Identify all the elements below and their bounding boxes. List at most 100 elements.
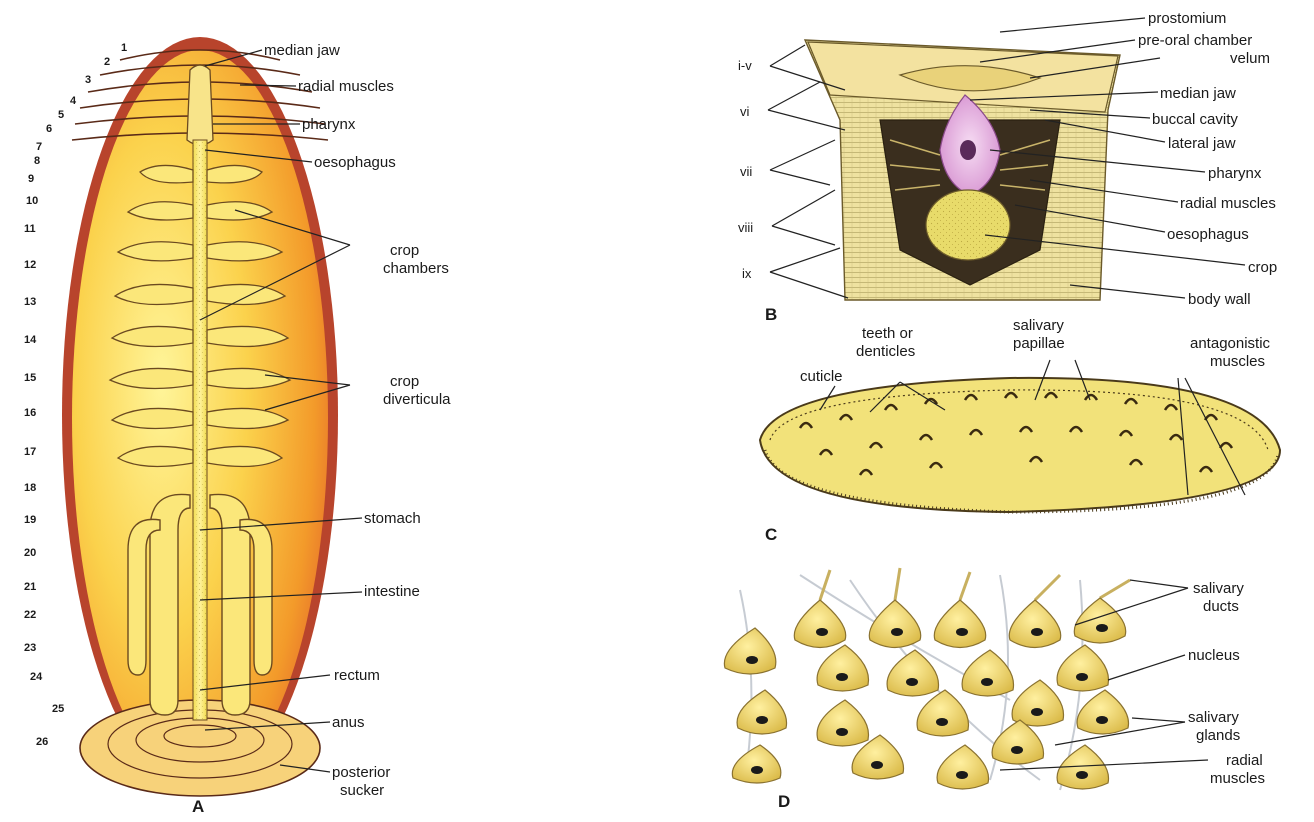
- gland-cell: [1077, 690, 1128, 734]
- label-anus: anus: [332, 714, 365, 731]
- label-intestine: intestine: [364, 583, 420, 600]
- seg-roman-i-v: i-v: [738, 58, 752, 73]
- gland-cell: [917, 690, 968, 736]
- seg-25: 25: [52, 703, 64, 715]
- gland-cell: [962, 650, 1013, 696]
- seg-13: 13: [24, 296, 36, 308]
- label-nucleus: nucleus: [1188, 647, 1240, 664]
- gland-cell: [817, 700, 868, 746]
- gland-cell: [724, 628, 775, 674]
- seg-17: 17: [24, 446, 36, 458]
- gland-cell: [732, 745, 781, 783]
- label-teeth-1: teeth or: [862, 325, 913, 342]
- seg-6: 6: [46, 123, 52, 135]
- label-radial-muscles-b: radial muscles: [1180, 195, 1276, 212]
- panel-b-letter: B: [765, 305, 777, 324]
- seg-2: 2: [104, 56, 110, 68]
- label-posterior-sucker-1: posterior: [332, 764, 390, 781]
- label-velum: velum: [1230, 50, 1270, 67]
- label-oesophagus-b: oesophagus: [1167, 226, 1249, 243]
- jaw-c: [760, 378, 1280, 512]
- seg-12: 12: [24, 259, 36, 271]
- seg-4: 4: [70, 95, 77, 107]
- panel-c: teeth or denticles salivary papillae ant…: [760, 317, 1280, 544]
- label-prostomium: prostomium: [1148, 10, 1226, 27]
- label-body-wall: body wall: [1188, 291, 1251, 308]
- label-salivary-glands-1: salivary: [1188, 709, 1239, 726]
- seg-1: 1: [121, 42, 127, 54]
- gland-cell: [937, 745, 988, 789]
- label-antagonistic-2: muscles: [1210, 353, 1265, 370]
- gland-cell: [817, 645, 868, 691]
- seg-22: 22: [24, 609, 36, 621]
- label-salivary-ducts-1: salivary: [1193, 580, 1244, 597]
- seg-18: 18: [24, 482, 36, 494]
- pharynx-a: [187, 65, 213, 145]
- salivary-ducts-d: [820, 568, 1130, 600]
- label-crop-diverticula-2: diverticula: [383, 391, 451, 408]
- panel-c-letter: C: [765, 525, 777, 544]
- panel-b: prostomium pre-oral chamber velum median…: [738, 10, 1277, 324]
- seg-19: 19: [24, 514, 36, 526]
- seg-14: 14: [24, 334, 37, 346]
- gland-cell: [794, 600, 845, 648]
- gland-cell: [1009, 600, 1060, 648]
- label-oesophagus-a: oesophagus: [314, 154, 396, 171]
- gland-cell: [992, 720, 1043, 764]
- label-salivary-ducts-2: ducts: [1203, 598, 1239, 615]
- label-pharynx-a: pharynx: [302, 116, 356, 133]
- gland-cell: [934, 600, 985, 648]
- seg-24: 24: [30, 671, 43, 683]
- seg-8: 8: [34, 155, 40, 167]
- label-teeth-2: denticles: [856, 343, 915, 360]
- label-buccal-cavity: buccal cavity: [1152, 111, 1238, 128]
- seg-7: 7: [36, 141, 42, 153]
- label-cuticle: cuticle: [800, 368, 843, 385]
- gland-cell: [887, 650, 938, 696]
- seg-23: 23: [24, 642, 36, 654]
- panel-a: 1 2 3 4 5 6 7 8 9 10 11 12 13 14 15 16 1…: [24, 37, 451, 816]
- label-posterior-sucker-2: sucker: [340, 782, 384, 799]
- gland-cell: [869, 600, 920, 648]
- gland-cell: [737, 690, 786, 734]
- seg-20: 20: [24, 547, 36, 559]
- seg-10: 10: [26, 195, 38, 207]
- label-radial-muscles-a: radial muscles: [298, 78, 394, 95]
- gland-cell: [1057, 645, 1108, 691]
- seg-roman-vii: vii: [740, 164, 752, 179]
- seg-5: 5: [58, 109, 64, 121]
- label-salivary-papillae-1: salivary: [1013, 317, 1064, 334]
- seg-15: 15: [24, 372, 36, 384]
- label-crop-chambers-2: chambers: [383, 260, 449, 277]
- seg-26: 26: [36, 736, 48, 748]
- gland-cell: [1012, 680, 1063, 726]
- label-stomach: stomach: [364, 510, 421, 527]
- label-median-jaw-a: median jaw: [264, 42, 340, 59]
- panel-d-letter: D: [778, 792, 790, 811]
- seg-9: 9: [28, 173, 34, 185]
- label-crop-b: crop: [1248, 259, 1277, 276]
- label-lateral-jaw: lateral jaw: [1168, 135, 1236, 152]
- panel-a-letter: A: [192, 797, 204, 816]
- seg-21: 21: [24, 581, 36, 593]
- label-crop-diverticula-1: crop: [390, 373, 419, 390]
- label-antagonistic-1: antagonistic: [1190, 335, 1271, 352]
- seg-16: 16: [24, 407, 36, 419]
- label-rectum: rectum: [334, 667, 380, 684]
- label-radial-muscles-d-2: muscles: [1210, 770, 1265, 787]
- label-pharynx-b: pharynx: [1208, 165, 1262, 182]
- panel-d: salivary ducts nucleus salivary glands r…: [724, 568, 1265, 811]
- seg-roman-ix: ix: [742, 266, 752, 281]
- median-jaw-b: [960, 140, 976, 160]
- seg-roman-viii: viii: [738, 220, 753, 235]
- label-crop-chambers-1: crop: [390, 242, 419, 259]
- seg-3: 3: [85, 74, 91, 86]
- seg-roman-vi: vi: [740, 104, 750, 119]
- label-pre-oral-chamber: pre-oral chamber: [1138, 32, 1252, 49]
- seg-11: 11: [24, 223, 36, 235]
- label-median-jaw-b: median jaw: [1160, 85, 1236, 102]
- gut-texture: [193, 140, 207, 720]
- label-salivary-glands-2: glands: [1196, 727, 1240, 744]
